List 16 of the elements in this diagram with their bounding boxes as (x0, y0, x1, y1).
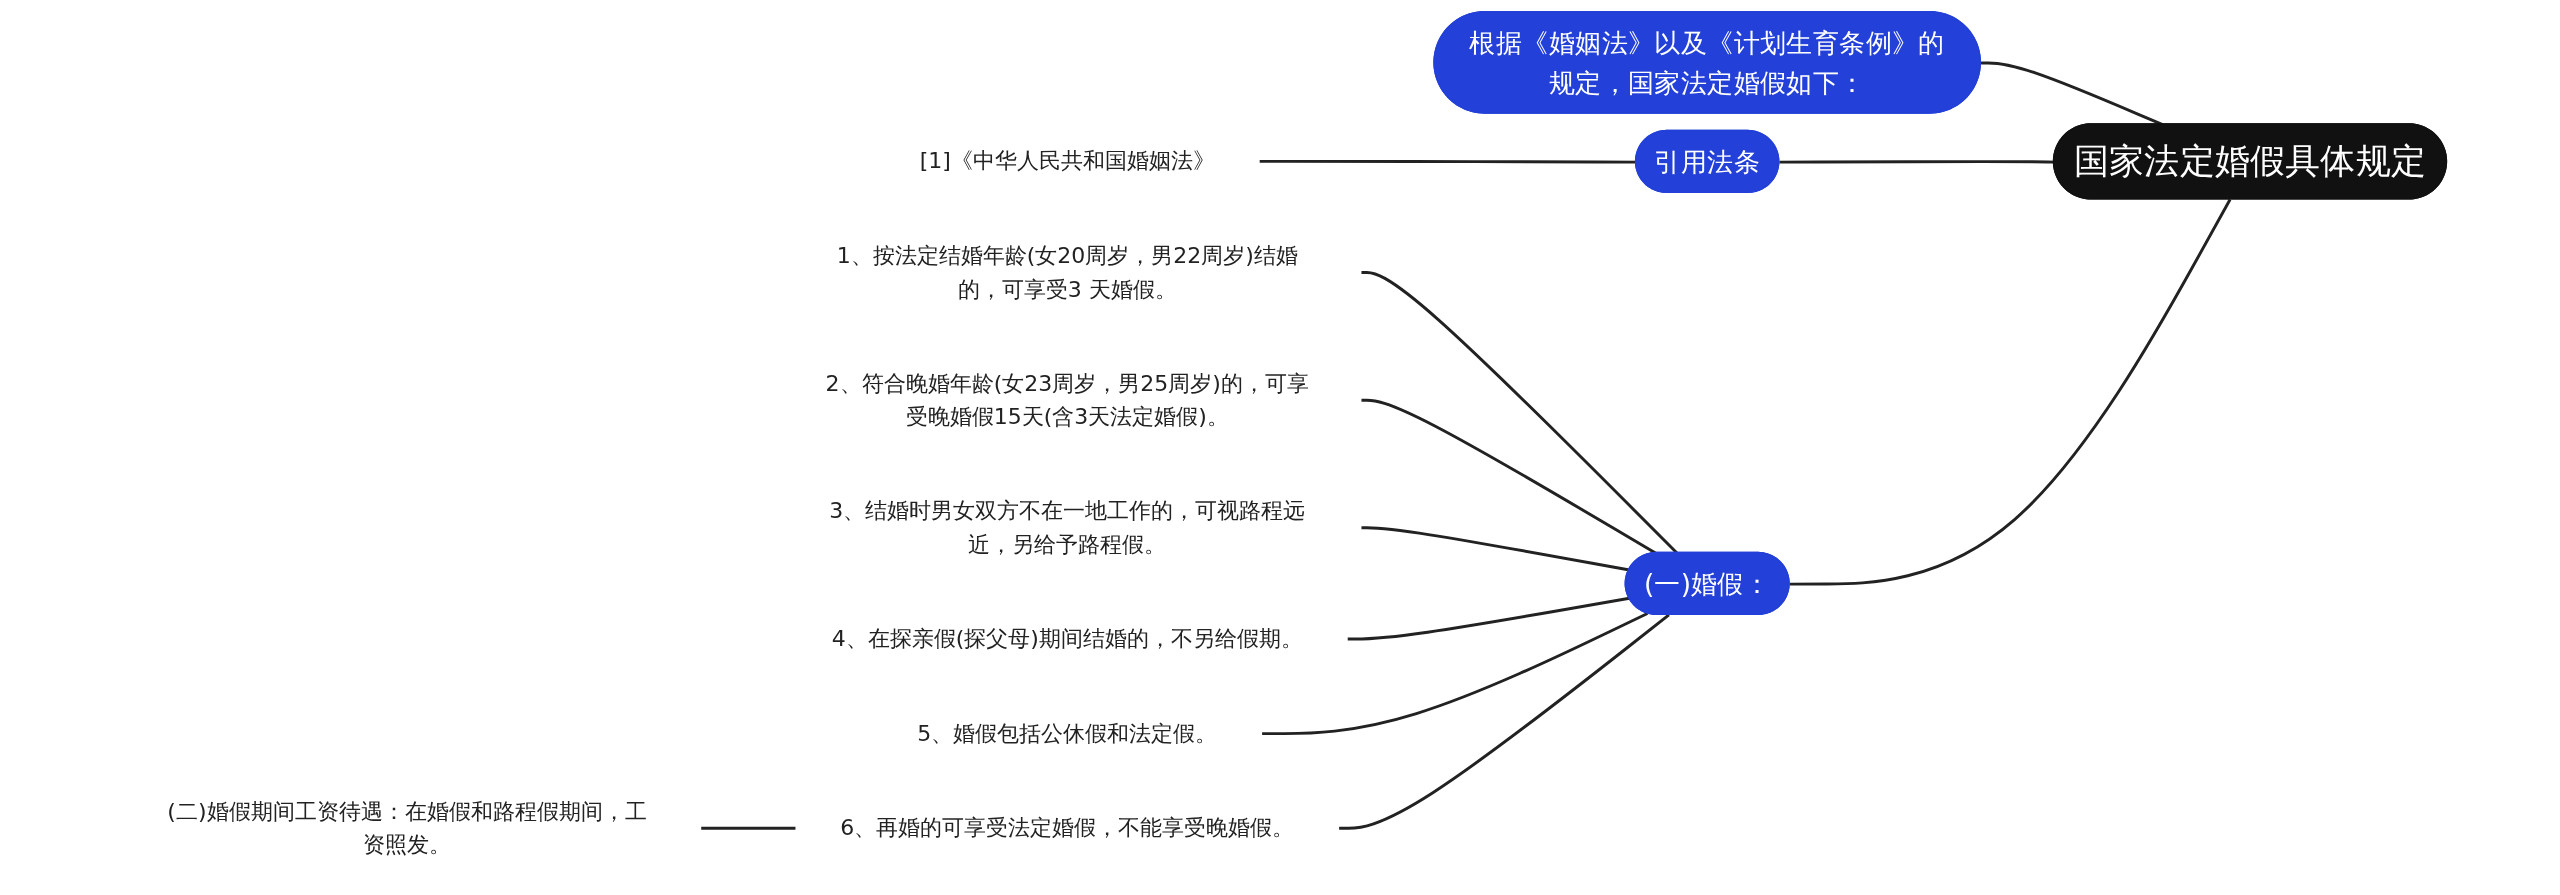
connector (1360, 271, 1679, 555)
connector (700, 826, 797, 830)
node-text: 5、婚假包括公休假和法定假。 (917, 720, 1218, 747)
connector (1347, 596, 1630, 641)
node-text: [1]《中华人民共和国婚姻法》 (919, 147, 1215, 175)
node-text: 3、结婚时男女双方不在一地工作的，可视路程远近，另给予路程假。 (829, 497, 1306, 558)
connector (1360, 526, 1630, 572)
node-text: (二)婚假期间工资待遇：在婚假和路程假期间，工资照发。 (167, 798, 647, 858)
connector (1261, 612, 1649, 736)
node-text: 1、按法定结婚年龄(女20周岁，男22周岁)结婚的，可享受3 天婚假。 (836, 242, 1298, 302)
node-text: 6、再婚的可享受法定婚假，不能享受晚婚假。 (840, 814, 1295, 842)
connector (1360, 398, 1657, 555)
node-text: 4、在探亲假(探父母)期间结婚的，不另给假期。 (831, 625, 1303, 652)
connector (1789, 198, 2232, 586)
connector (1338, 613, 1670, 830)
node-text: 2、符合晚婚年龄(女23周岁，男25周岁)的，可享受晚婚假15天(含3天法定婚假)。 (825, 370, 1309, 430)
